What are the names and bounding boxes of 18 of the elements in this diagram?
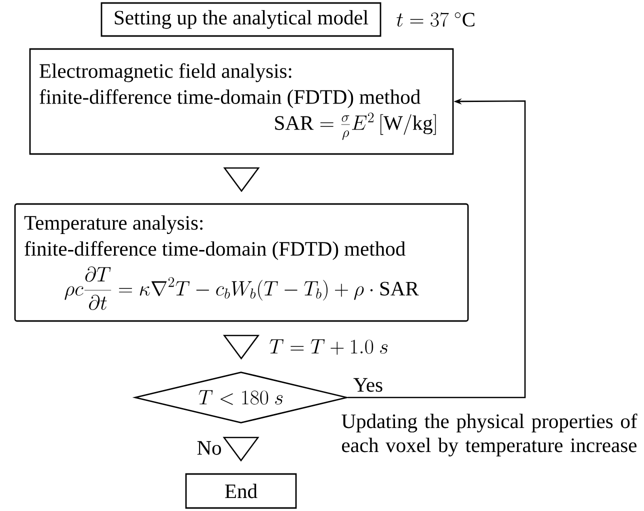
edge-label: Yes (353, 378, 382, 392)
box-text: $T < 180\ s$ (198, 390, 283, 405)
box-text: finite-difference time-domain (FDTD) method (40, 89, 420, 108)
equation: $\mathrm{SAR} = \frac{\sigma}{\rho} E^{2}\,[\mathrm{W/kg}]$ (275, 112, 436, 140)
edge-label: $T = T + 1.0\ s$ (270, 339, 388, 355)
box-heading: Electromagnetic field analysis: (40, 63, 292, 82)
process-box (14, 203, 469, 322)
side-note: $t = 37\ {}^{\circ}\mathrm{C}$ (396, 12, 474, 27)
box-heading: Temperature analysis: (24, 215, 202, 234)
process-box (29, 48, 454, 155)
process-box (100, 2, 382, 37)
terminal-box (185, 473, 297, 509)
edge-label: No (197, 441, 222, 455)
equation: $\rho c \frac{\partial T}{\partial t} = \kappa \nabla^{2} T - c_{b} W_{b} (T - T_{b}) + \rho \cdot \mathrm{SAR}$ (64, 266, 419, 310)
box-text: End (225, 484, 258, 498)
box-text: finite-difference time-domain (FDTD) method (24, 241, 406, 260)
box-text: Setting up the analytical model (114, 10, 368, 29)
note: Updating the physical properties of each voxel by temperature increase (342, 414, 638, 456)
